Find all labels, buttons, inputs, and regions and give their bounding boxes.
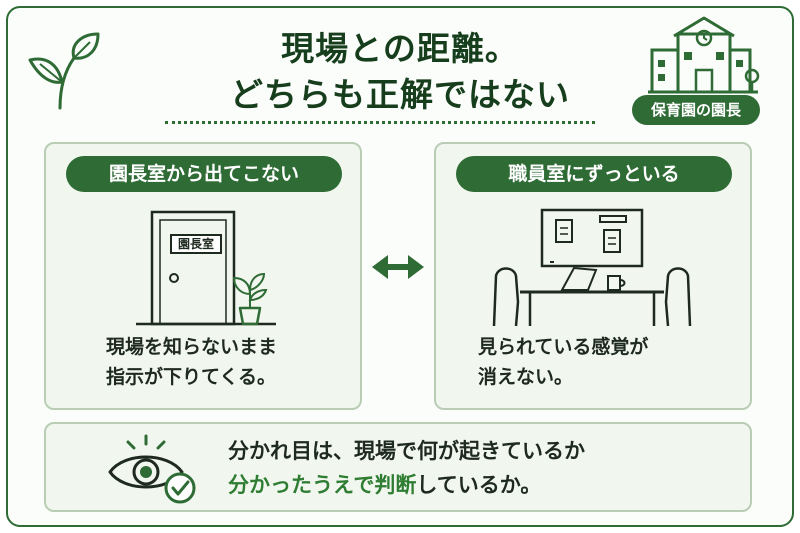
right-caption-line-2: 消えない。 — [478, 366, 574, 388]
principal-badge: 保育園の園長 — [632, 95, 760, 125]
conclusion-line-1: 分かれ目は、現場で何が起きているか — [228, 439, 585, 463]
door-sign: 園長室 — [170, 234, 222, 254]
conclusion-line-2-rest: しているか。 — [416, 473, 542, 497]
eye-check-icon — [108, 434, 196, 504]
title-line-2: どちらも正解ではない — [230, 75, 570, 114]
left-panel-caption: 現場を知らないまま 指示が下りてくる。 — [106, 332, 277, 392]
conclusion-highlight-understand: 分かったうえで — [228, 473, 375, 497]
conclusion-line-2: 分かったうえで判断しているか。 — [228, 468, 585, 502]
right-panel-heading: 職員室にずっといる — [456, 156, 732, 192]
right-panel: 職員室にずっといる 見られている感覚が 消えない。 — [434, 142, 752, 410]
left-caption-line-1: 現場を知らないまま — [106, 336, 278, 358]
staff-room-icon — [492, 208, 692, 327]
left-panel-heading: 園長室から出てこない — [66, 156, 342, 192]
leaf-sprout-icon — [28, 32, 100, 110]
conclusion-highlight-judge: 判断 — [374, 473, 417, 497]
double-arrow-icon — [372, 255, 424, 279]
page-title: 現場との距離。 どちらも正解ではない — [170, 26, 630, 118]
potted-plant-icon — [232, 272, 268, 326]
conclusion-text: 分かれ目は、現場で何が起きているか 分かったうえで判断しているか。 — [228, 434, 585, 502]
title-line-1: 現場との距離。 — [281, 29, 519, 68]
door-sign-text: 園長室 — [177, 237, 214, 251]
left-panel: 園長室から出てこない 園長室 現場を知らないまま 指示が下りてくる。 — [44, 142, 362, 410]
right-caption-line-1: 見られている感覚が — [478, 336, 649, 358]
dotted-divider — [165, 121, 595, 124]
right-panel-caption: 見られている感覚が 消えない。 — [478, 332, 648, 392]
school-building-icon — [648, 16, 760, 94]
left-caption-line-2: 指示が下りてくる。 — [106, 366, 277, 388]
bottom-panel: 分かれ目は、現場で何が起きているか 分かったうえで判断しているか。 — [44, 422, 752, 512]
